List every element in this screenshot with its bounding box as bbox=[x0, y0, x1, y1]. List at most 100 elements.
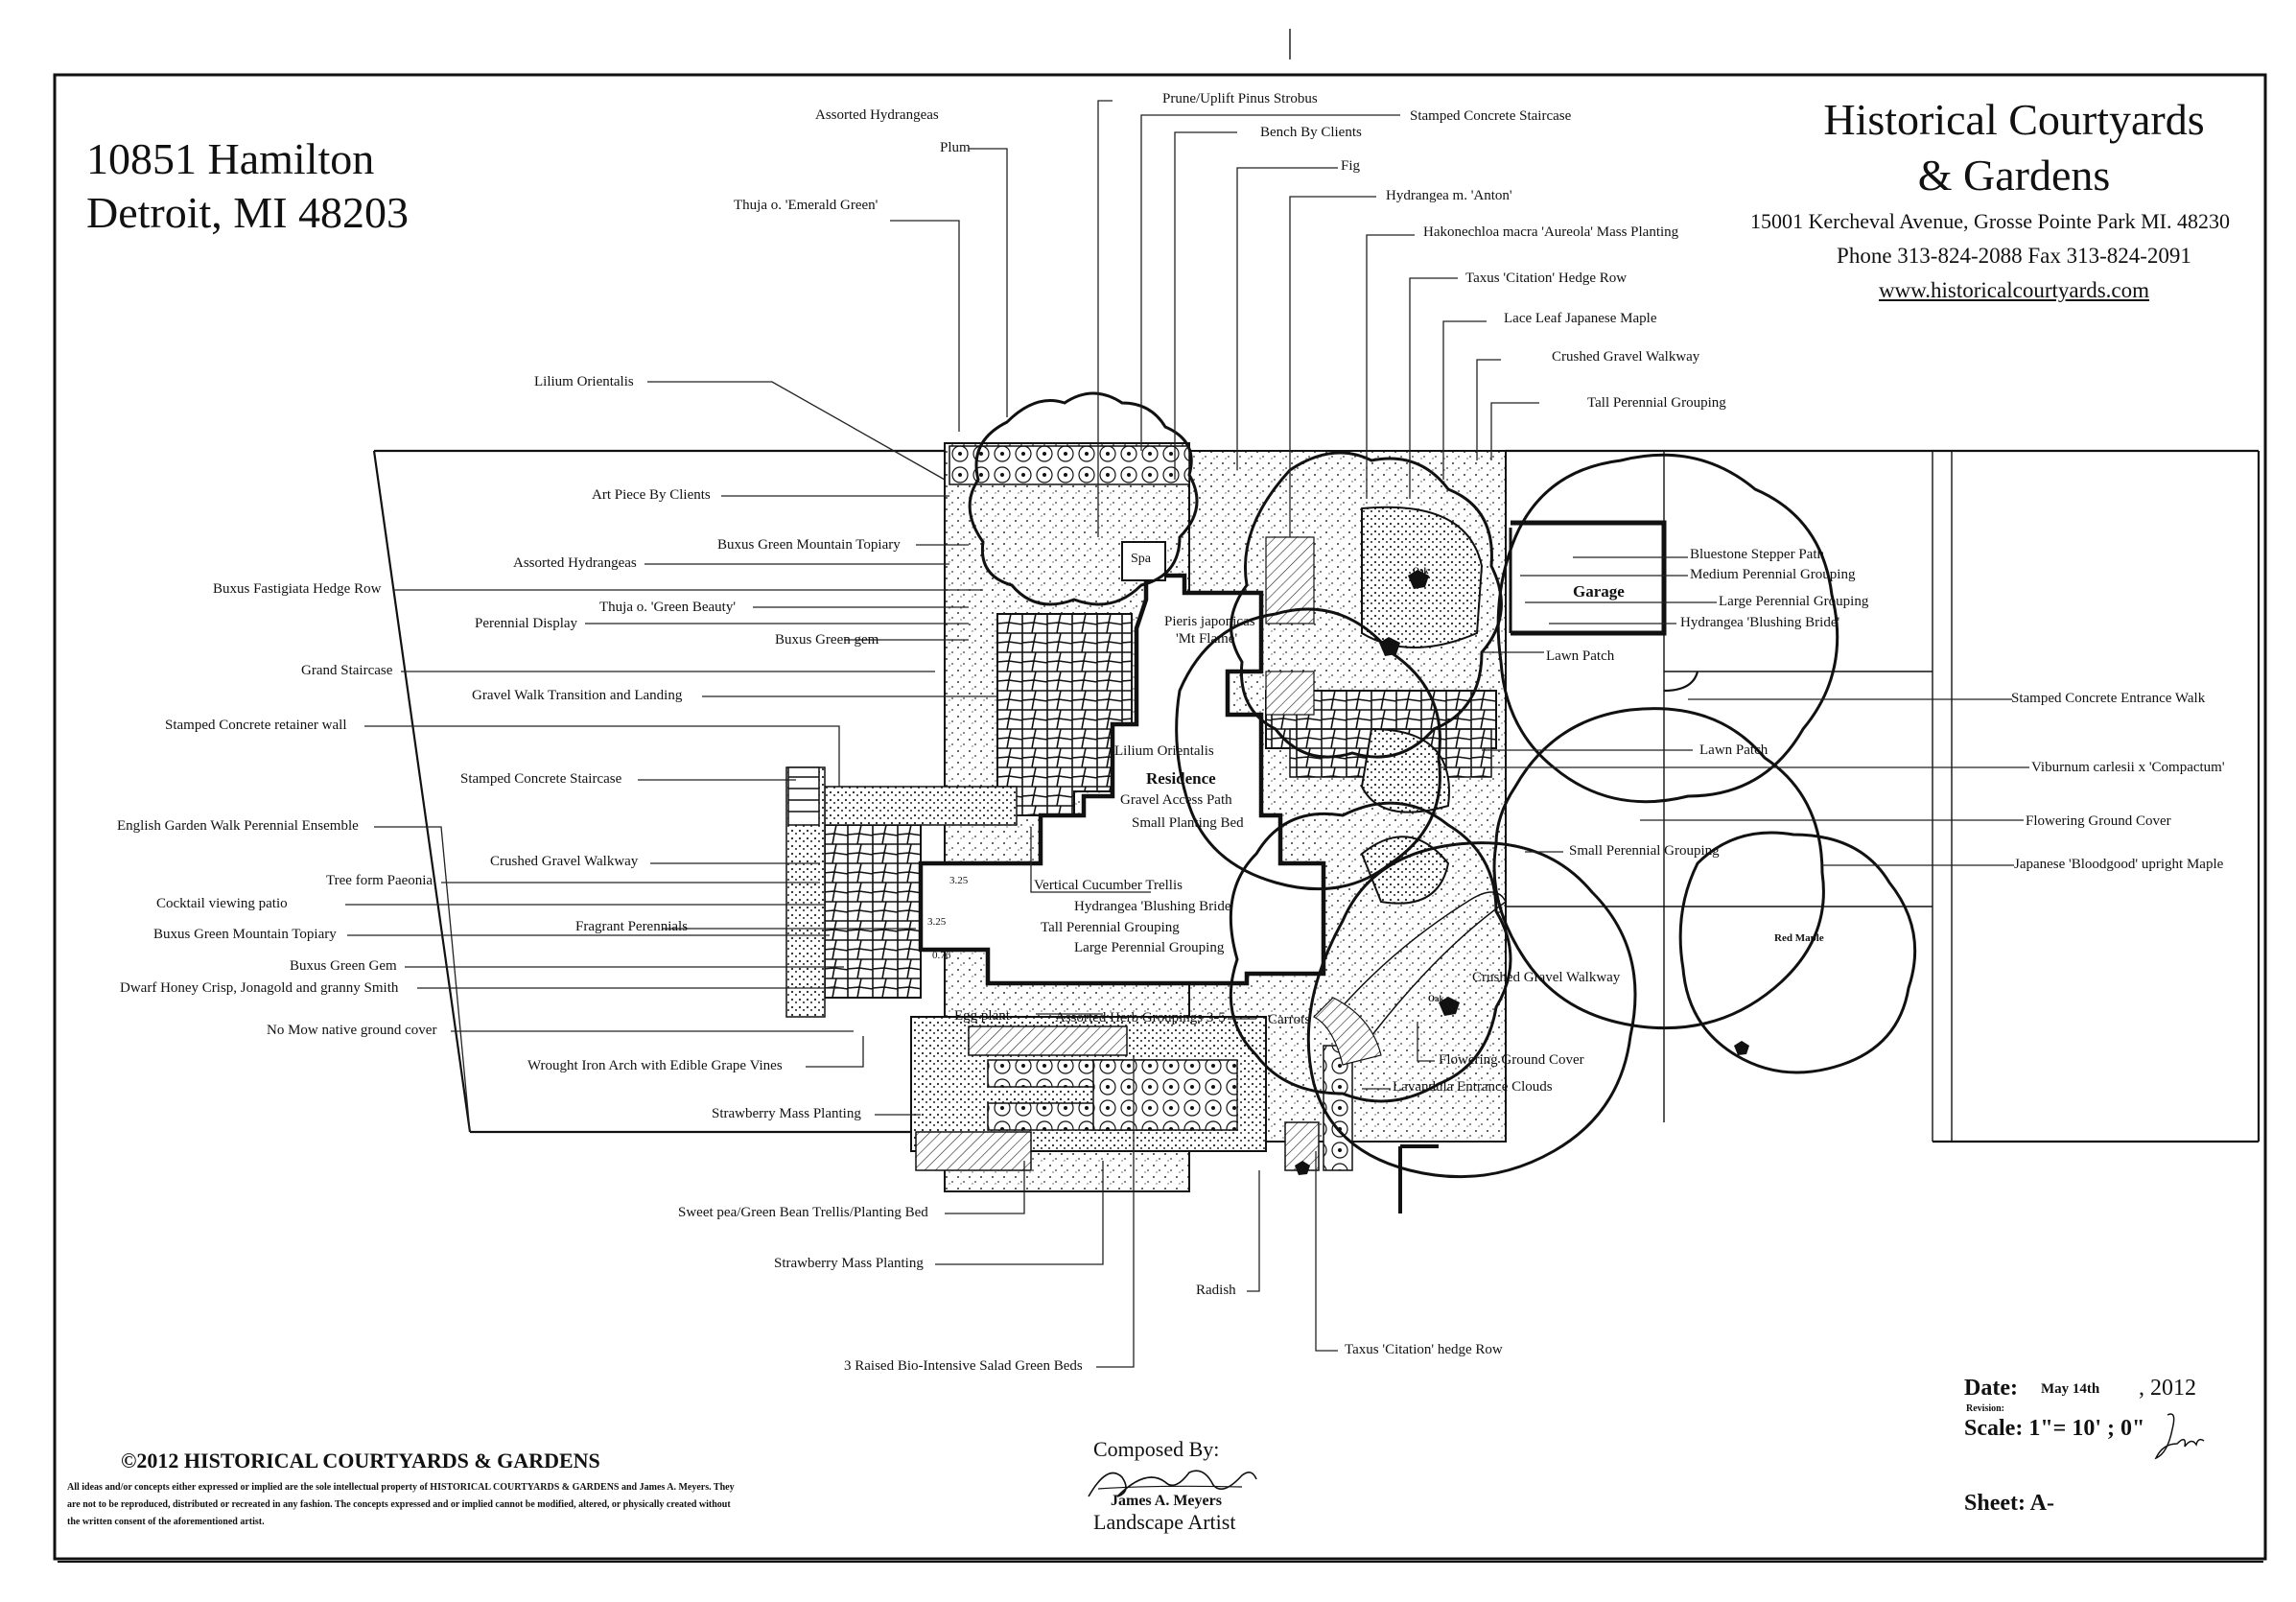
artist-name: James A. Meyers bbox=[1111, 1493, 1222, 1509]
callout-hakonechloa: Hakonechloa macra 'Aureola' Mass Plantin… bbox=[1423, 224, 1679, 240]
tree-canopies bbox=[968, 391, 1917, 1179]
callout-assorted-hydrangeas-top: Assorted Hydrangeas bbox=[815, 107, 939, 123]
callout-buxus-fastigiata: Buxus Fastigiata Hedge Row bbox=[213, 581, 382, 597]
callout-thuja-emerald: Thuja o. 'Emerald Green' bbox=[734, 198, 879, 213]
residence-outline bbox=[918, 573, 1326, 986]
callout-lilium-orientalis: Lilium Orientalis bbox=[534, 374, 634, 389]
callout-medium-perennial: Medium Perennial Grouping bbox=[1690, 567, 1856, 582]
label-red-maple: Red Maple bbox=[1774, 932, 1824, 944]
artist-signature bbox=[1088, 1470, 1257, 1497]
callout-art-piece: Art Piece By Clients bbox=[592, 487, 711, 503]
artist-title: Landscape Artist bbox=[1093, 1510, 1236, 1534]
driveway-lines bbox=[1398, 1144, 1439, 1213]
callout-stamped-staircase-mid: Stamped Concrete Staircase bbox=[460, 771, 622, 787]
spa bbox=[1121, 541, 1166, 581]
callout-english-garden-walk: English Garden Walk Perennial Ensemble bbox=[117, 818, 359, 834]
callout-gravel-walk-transition: Gravel Walk Transition and Landing bbox=[472, 688, 683, 703]
callout-hydrangea-blushing-right: Hydrangea 'Blushing Bride' bbox=[1680, 615, 1840, 630]
callout-crushed-gravel-right: Crushed Gravel Walkway bbox=[1472, 970, 1621, 985]
callout-plum: Plum bbox=[940, 140, 971, 155]
callout-lavandula: Lavandula Entrance Clouds bbox=[1393, 1079, 1553, 1095]
callout-no-mow: No Mow native ground cover bbox=[267, 1023, 437, 1038]
callout-viburnum: Viburnum carlesii x 'Compactum' bbox=[2031, 760, 2225, 775]
label-residence: Residence bbox=[1146, 769, 1216, 788]
callout-strawberry-1: Strawberry Mass Planting bbox=[712, 1106, 861, 1121]
callout-buxus-green-gem-upper: Buxus Green gem bbox=[775, 632, 879, 648]
firm-address: 15001 Kercheval Avenue, Grosse Pointe Pa… bbox=[1750, 209, 2230, 233]
label-large-perennial-inner: Large Perennial Grouping bbox=[1074, 940, 1225, 955]
label-herb-groupings: Assorted Herb Groupings 3-5 bbox=[1055, 1010, 1226, 1025]
firm-website-link[interactable]: www.historicalcourtyards.com bbox=[1878, 278, 2150, 302]
initials-signature bbox=[2154, 1413, 2205, 1460]
label-egg-plant: Egg plant bbox=[954, 1008, 1010, 1024]
label-gravel-access-path: Gravel Access Path bbox=[1120, 792, 1232, 808]
callout-lawn-patch-2: Lawn Patch bbox=[1699, 742, 1769, 758]
callout-bluestone-stepper: Bluestone Stepper Path bbox=[1690, 547, 1824, 562]
callout-crushed-gravel-top: Crushed Gravel Walkway bbox=[1552, 349, 1700, 365]
label-garage: Garage bbox=[1573, 582, 1625, 601]
callout-small-perennial: Small Perennial Grouping bbox=[1569, 843, 1720, 859]
callout-leaders bbox=[345, 100, 2029, 1368]
date-value: May 14th bbox=[2041, 1381, 2100, 1397]
callout-bench: Bench By Clients bbox=[1260, 125, 1362, 140]
callout-large-perennial-right: Large Perennial Grouping bbox=[1719, 594, 1869, 609]
callout-raised-beds: 3 Raised Bio-Intensive Salad Green Beds bbox=[844, 1358, 1083, 1374]
revision-label: Revision: bbox=[1966, 1403, 2004, 1414]
label-carrots: Carrots bbox=[1268, 1012, 1311, 1027]
callout-cocktail-patio: Cocktail viewing patio bbox=[156, 896, 288, 911]
project-address-line1: 10851 Hamilton bbox=[86, 134, 375, 183]
callout-wrought-iron-arch: Wrought Iron Arch with Edible Grape Vine… bbox=[527, 1058, 783, 1073]
callout-perennial-display: Perennial Display bbox=[475, 616, 578, 631]
label-oak-1: Oak bbox=[1413, 566, 1429, 576]
sheet-number: Sheet: A- bbox=[1964, 1491, 2054, 1516]
date-year: , 2012 bbox=[2139, 1376, 2196, 1401]
copyright-title: ©2012 HISTORICAL COURTYARDS & GARDENS bbox=[121, 1449, 600, 1472]
label-elev-1: 3.25 bbox=[949, 875, 969, 886]
garage bbox=[1509, 520, 1667, 636]
label-mt-flame: 'Mt Flame' bbox=[1176, 631, 1238, 647]
label-small-planting-bed: Small Planting Bed bbox=[1132, 815, 1244, 831]
callout-thuja-green-beauty: Thuja o. 'Green Beauty' bbox=[599, 600, 737, 615]
date-label: Date: bbox=[1964, 1376, 2018, 1401]
callout-buxus-green-gem-lower: Buxus Green Gem bbox=[290, 958, 397, 974]
callout-tree-form-paeonia: Tree form Paeonia bbox=[326, 873, 433, 888]
label-tall-perennial-inner: Tall Perennial Grouping bbox=[1041, 920, 1180, 935]
label-pieris: Pieris japonicas bbox=[1164, 614, 1255, 629]
callout-buxus-topiary-lower: Buxus Green Mountain Topiary bbox=[153, 927, 337, 942]
callout-dwarf-honey-crisp: Dwarf Honey Crisp, Jonagold and granny S… bbox=[120, 980, 399, 996]
callout-sweet-pea-trellis: Sweet pea/Green Bean Trellis/Planting Be… bbox=[678, 1205, 928, 1220]
firm-name-line2: & Gardens bbox=[1917, 151, 2111, 200]
callout-flowering-ground-cover-right: Flowering Ground Cover bbox=[2026, 813, 2171, 829]
label-lilium-inner: Lilium Orientalis bbox=[1114, 743, 1214, 759]
callout-taxus-citation-hedge: Taxus 'Citation' hedge Row bbox=[1345, 1342, 1503, 1357]
label-oak-2: Oak bbox=[1428, 994, 1444, 1003]
copyright-notice: All ideas and/or concepts either express… bbox=[67, 1482, 735, 1527]
callout-crushed-gravel-left: Crushed Gravel Walkway bbox=[490, 854, 639, 869]
callout-stamped-staircase-top: Stamped Concrete Staircase bbox=[1410, 108, 1572, 124]
label-elev-2: 3.25 bbox=[927, 916, 947, 928]
firm-name-line1: Historical Courtyards bbox=[1823, 95, 2205, 144]
callout-radish: Radish bbox=[1196, 1283, 1236, 1298]
callout-strawberry-2: Strawberry Mass Planting bbox=[774, 1256, 924, 1271]
label-hydrangea-blushing-inner: Hydrangea 'Blushing Bride' bbox=[1074, 899, 1234, 914]
callout-taxus-citation-row: Taxus 'Citation' Hedge Row bbox=[1465, 271, 1628, 286]
callout-flowering-ground-cover-lower: Flowering Ground Cover bbox=[1439, 1052, 1584, 1068]
callout-lace-leaf-maple: Lace Leaf Japanese Maple bbox=[1504, 311, 1657, 326]
stamped-concrete-steps bbox=[787, 766, 820, 826]
callout-grand-staircase: Grand Staircase bbox=[301, 663, 393, 678]
callout-fig: Fig bbox=[1341, 158, 1361, 174]
callout-stamped-retainer: Stamped Concrete retainer wall bbox=[165, 718, 347, 733]
callout-assorted-hydrangeas-mid: Assorted Hydrangeas bbox=[513, 555, 637, 571]
callout-tall-perennial-top: Tall Perennial Grouping bbox=[1587, 395, 1726, 411]
callout-buxus-topiary-upper: Buxus Green Mountain Topiary bbox=[717, 537, 901, 553]
callout-prune-uplift: Prune/Uplift Pinus Strobus bbox=[1162, 91, 1318, 106]
callout-fragrant-perennials: Fragrant Perennials bbox=[575, 919, 689, 934]
label-spa: Spa bbox=[1131, 552, 1151, 566]
callout-hydrangea-anton: Hydrangea m. 'Anton' bbox=[1386, 188, 1512, 203]
firm-phone: Phone 313-824-2088 Fax 313-824-2091 bbox=[1837, 244, 2191, 268]
project-address-line2: Detroit, MI 48203 bbox=[86, 188, 410, 237]
label-elev-3: 0.76 bbox=[932, 950, 951, 961]
scale: Scale: 1"= 10' ; 0" bbox=[1964, 1416, 2145, 1441]
callout-lawn-patch-1: Lawn Patch bbox=[1546, 648, 1615, 664]
